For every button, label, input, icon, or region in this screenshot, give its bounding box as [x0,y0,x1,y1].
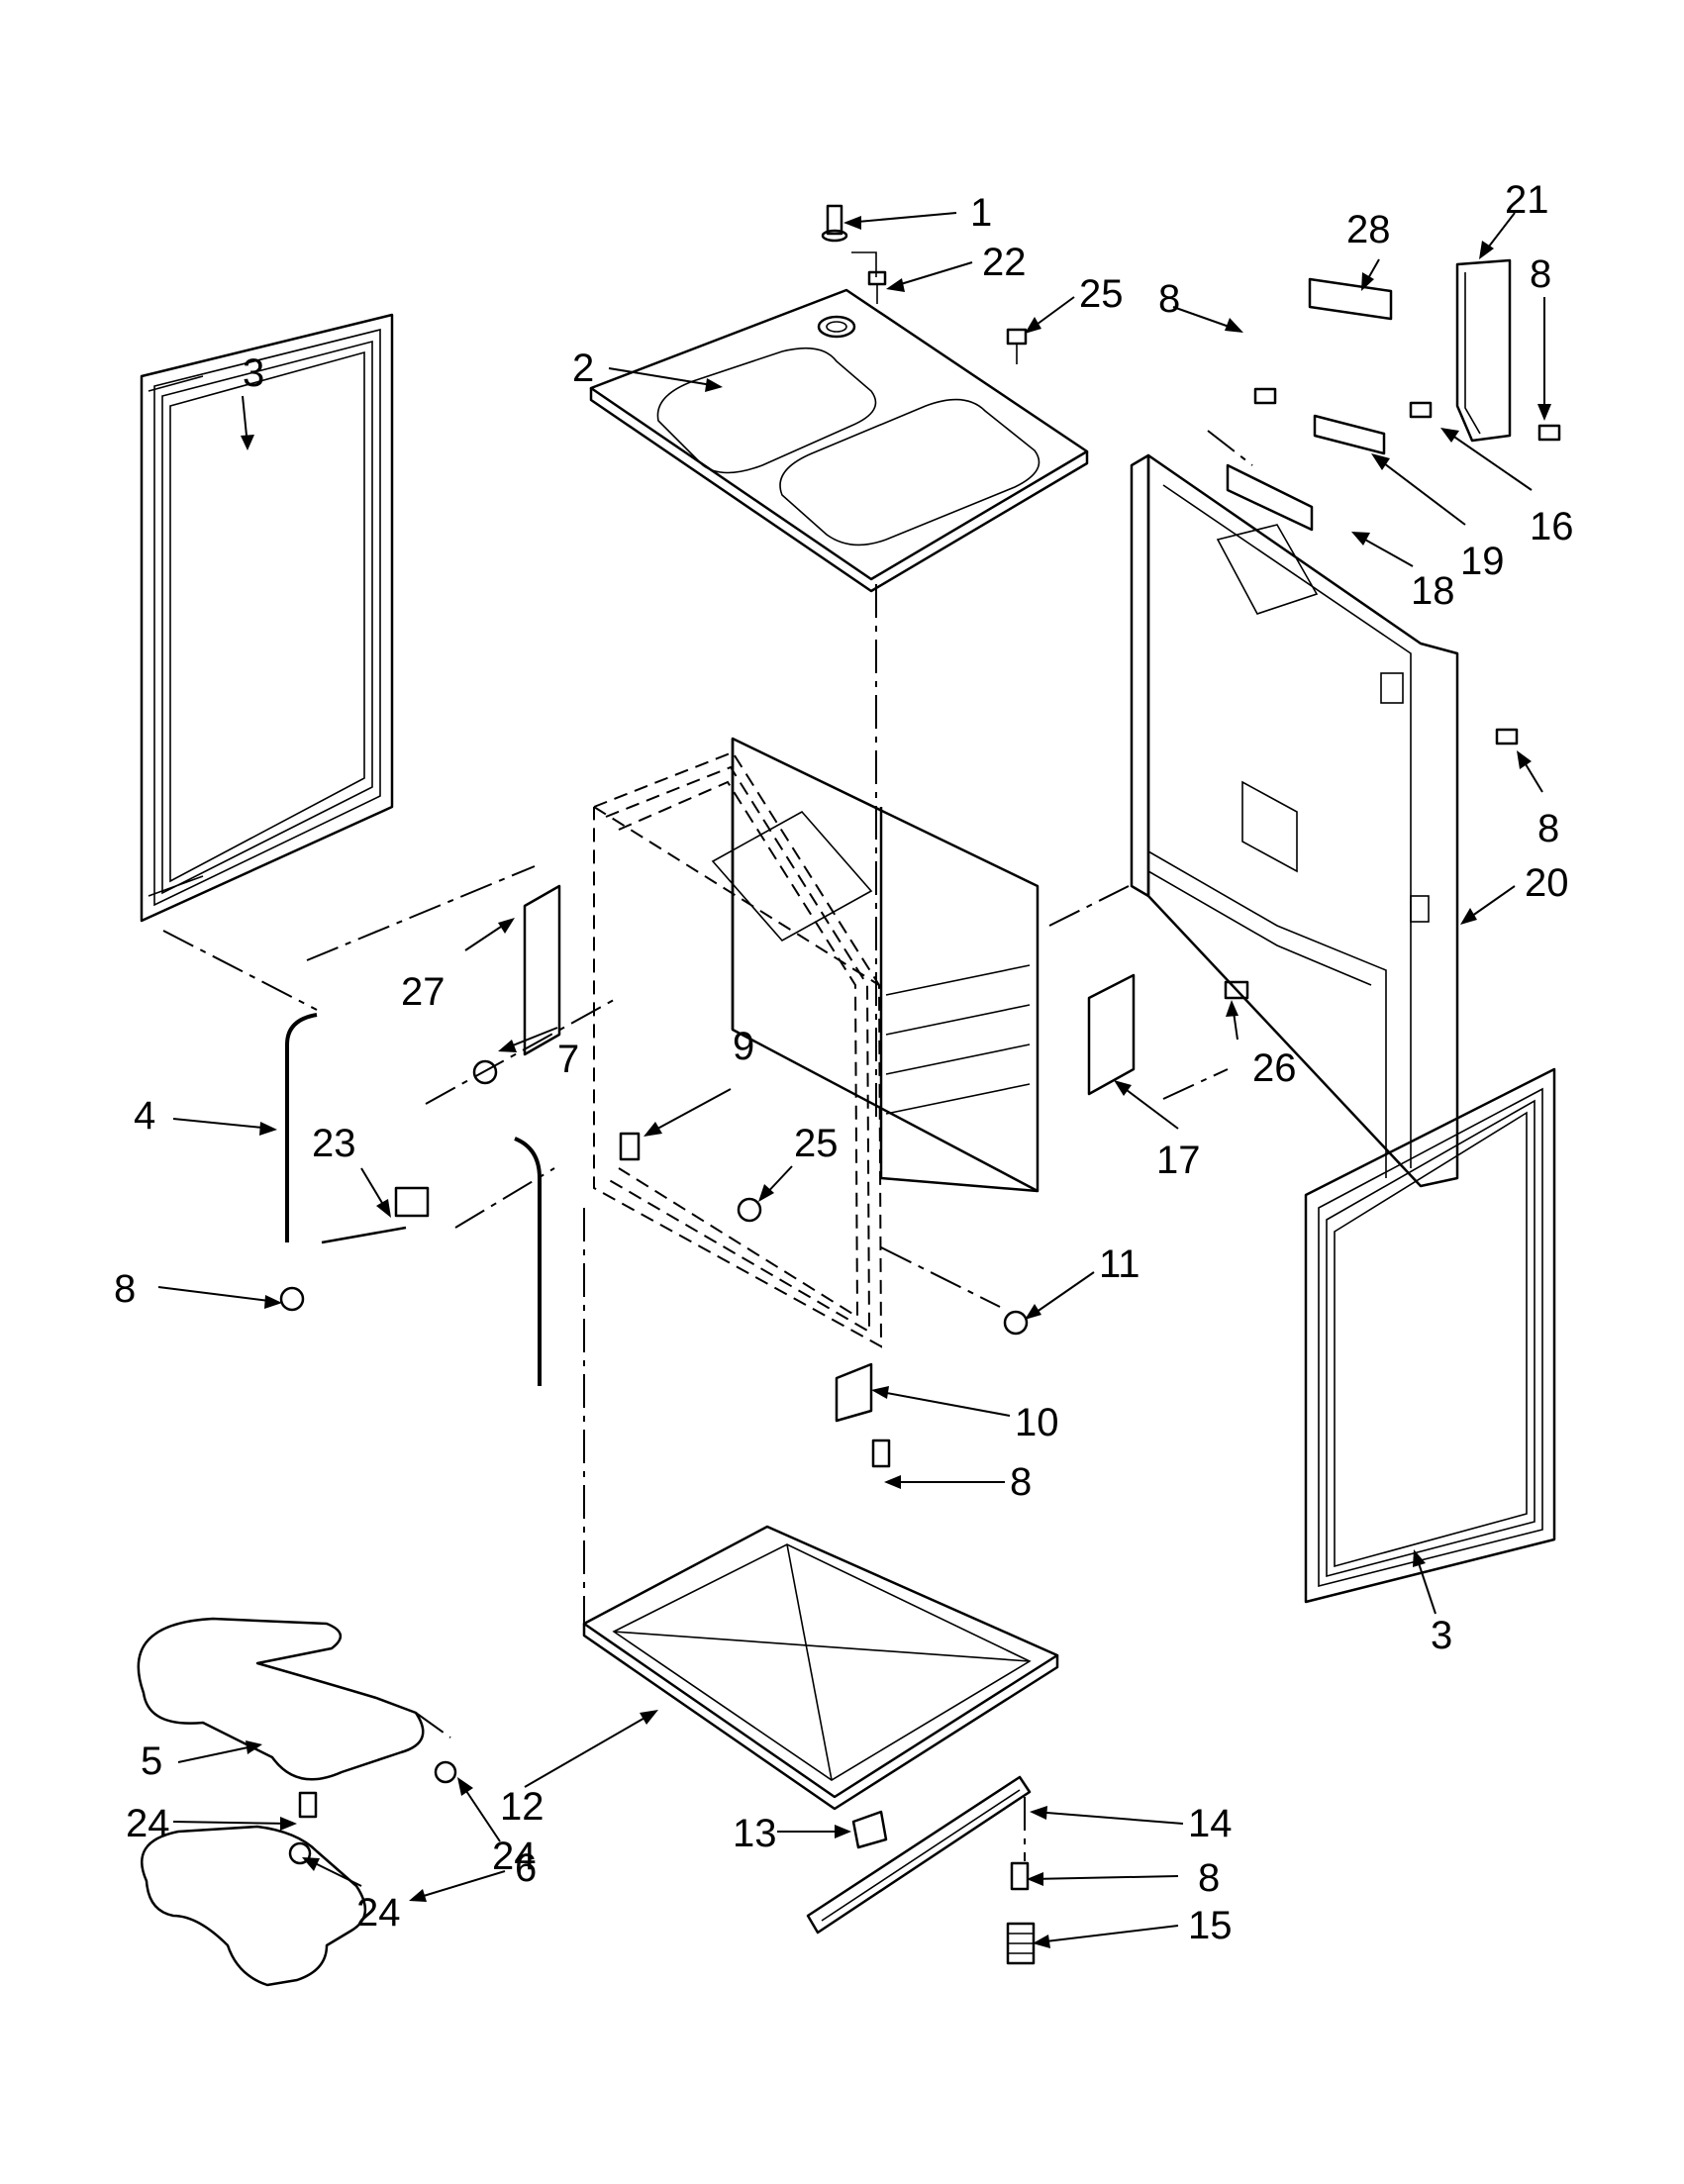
callout-17: 17 [1156,1139,1201,1182]
callout-3: 3 [1431,1614,1452,1657]
callout-14: 14 [1188,1802,1233,1845]
callout-labels: 1 22 25 28 21 8 3 8 2 16 19 18 8 20 27 7… [114,178,1574,1947]
bottom-right-parts [806,1775,1036,1965]
callout-24: 24 [356,1891,401,1935]
heating-elements [137,1617,457,1987]
callout-8: 8 [1530,252,1551,296]
oven-front-frame [593,750,883,1348]
leader-arrows [157,212,1551,1948]
callout-10: 10 [1015,1401,1059,1444]
callout-12: 12 [500,1785,545,1829]
wire-harness [285,1013,542,1386]
rear-panel [1130,453,1459,1188]
callout-4: 4 [134,1094,155,1138]
callout-7: 7 [557,1038,579,1081]
top-right-parts [1226,258,1561,745]
callout-15: 15 [1188,1904,1233,1947]
callout-23: 23 [312,1122,356,1165]
callout-20: 20 [1525,861,1569,905]
cooktop-panel [589,288,1089,593]
callout-24: 24 [126,1802,170,1845]
callout-16: 16 [1530,505,1574,548]
callout-8: 8 [1537,807,1559,850]
callout-25: 25 [1079,272,1124,316]
callout-8: 8 [1010,1460,1032,1504]
mid-parts [279,884,1249,1468]
callout-18: 18 [1411,569,1455,613]
callout-28: 28 [1346,208,1391,251]
callout-22: 22 [982,241,1027,284]
callout-11: 11 [1099,1242,1140,1286]
callout-1: 1 [970,191,992,235]
callout-8: 8 [1198,1856,1220,1900]
callout-8: 8 [114,1267,136,1311]
callout-19: 19 [1460,540,1505,583]
callout-24: 24 [492,1835,537,1878]
callout-5: 5 [141,1739,162,1783]
callout-13: 13 [733,1812,777,1855]
callout-21: 21 [1505,178,1549,222]
callout-6: 6 [515,1846,537,1890]
callout-25: 25 [794,1122,839,1165]
callout-8: 8 [1158,277,1180,321]
assembly-lines [162,430,1253,1861]
right-side-panel [1304,1067,1556,1604]
callout-2: 2 [572,347,594,390]
surface-burner-screws [821,204,1028,364]
oven-bottom-panel [582,1525,1059,1811]
callout-27: 27 [401,970,446,1014]
callout-26: 26 [1252,1046,1297,1090]
left-side-panel [140,313,394,923]
callout-9: 9 [733,1025,754,1068]
callout-3: 3 [243,351,264,395]
